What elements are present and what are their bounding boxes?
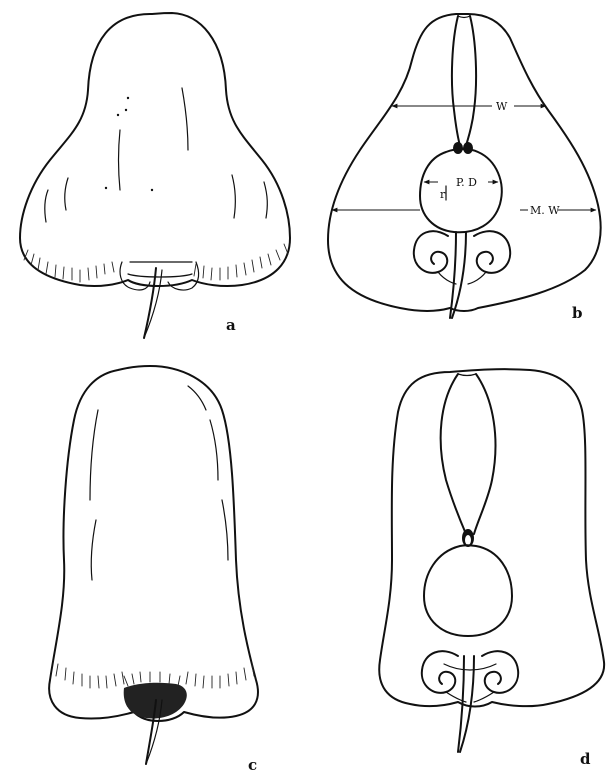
maximum-width-label: M. W — [530, 204, 560, 217]
pedicel-diameter-label: P. D — [456, 176, 477, 189]
panel-a-label: a — [226, 316, 236, 334]
panel-d-fruit-section — [379, 369, 604, 752]
panel-d-label: d — [580, 750, 591, 768]
panel-c-fruit-exterior — [49, 366, 258, 764]
radius-label: r — [440, 188, 446, 201]
panel-b-fruit-section — [328, 14, 601, 318]
width-dimension-label: W — [496, 100, 508, 113]
panel-b-label: b — [572, 304, 583, 322]
panel-a-fruit-exterior — [20, 13, 290, 338]
panel-c-label: c — [248, 756, 257, 773]
